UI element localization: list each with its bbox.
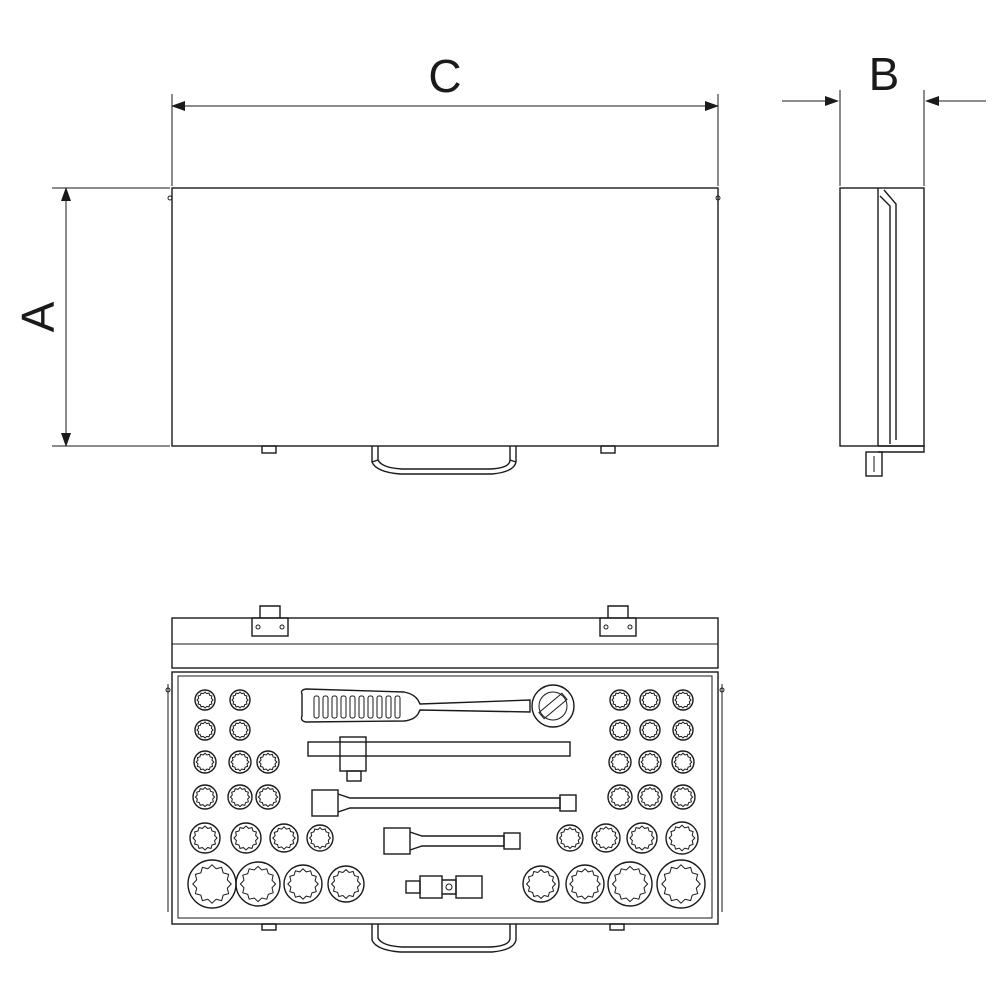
socket-icon bbox=[235, 861, 281, 907]
ratchet-handle-icon bbox=[300, 684, 575, 728]
t-bar-icon bbox=[307, 736, 571, 782]
socket-icon bbox=[306, 824, 334, 852]
socket-icon bbox=[227, 784, 253, 810]
socket-icon bbox=[556, 824, 584, 852]
socket-icon bbox=[639, 719, 661, 741]
dimension-label-a: A bbox=[12, 301, 64, 332]
open-case-view bbox=[165, 605, 725, 953]
socket-icon bbox=[228, 750, 252, 774]
socket-icon bbox=[591, 823, 621, 853]
socket-icon bbox=[194, 689, 216, 711]
short-extension-icon bbox=[383, 827, 521, 855]
socket-icon bbox=[672, 689, 694, 711]
dimension-c: C bbox=[171, 50, 719, 186]
socket-icon bbox=[256, 750, 280, 774]
handle-icon bbox=[261, 923, 625, 953]
socket-icon bbox=[656, 859, 706, 909]
socket-icon bbox=[327, 865, 365, 903]
socket-icon bbox=[187, 859, 237, 909]
socket-icon bbox=[609, 719, 631, 741]
socket-icon bbox=[637, 784, 663, 810]
socket-icon bbox=[229, 719, 251, 741]
socket-icon bbox=[193, 750, 217, 774]
long-extension-icon bbox=[311, 789, 577, 817]
socket-icon bbox=[283, 864, 323, 904]
socket-icon bbox=[229, 689, 251, 711]
handle-icon bbox=[371, 446, 517, 475]
socket-icon bbox=[639, 689, 661, 711]
socket-set bbox=[187, 689, 706, 909]
socket-icon bbox=[665, 821, 699, 855]
socket-icon bbox=[608, 750, 632, 774]
socket-icon bbox=[192, 784, 218, 810]
socket-icon bbox=[626, 822, 658, 854]
latch-icon bbox=[599, 605, 637, 637]
latch-icon bbox=[251, 605, 289, 637]
socket-icon bbox=[607, 861, 653, 907]
socket-icon bbox=[522, 865, 560, 903]
socket-icon bbox=[670, 784, 696, 810]
socket-icon bbox=[672, 719, 694, 741]
socket-icon bbox=[269, 823, 299, 853]
socket-icon bbox=[671, 750, 695, 774]
socket-icon bbox=[194, 719, 216, 741]
dimension-label-b: B bbox=[869, 48, 900, 100]
socket-icon bbox=[565, 864, 605, 904]
socket-icon bbox=[189, 822, 221, 854]
front-view bbox=[167, 187, 721, 475]
dimension-label-c: C bbox=[428, 50, 461, 102]
socket-icon bbox=[255, 784, 281, 810]
socket-icon bbox=[609, 689, 631, 711]
universal-joint-icon bbox=[405, 875, 483, 899]
side-view bbox=[839, 187, 925, 477]
socket-icon bbox=[638, 750, 662, 774]
dimension-b: B bbox=[782, 48, 986, 186]
dimension-a: A bbox=[12, 187, 170, 447]
socket-icon bbox=[607, 784, 633, 810]
socket-icon bbox=[230, 822, 262, 854]
